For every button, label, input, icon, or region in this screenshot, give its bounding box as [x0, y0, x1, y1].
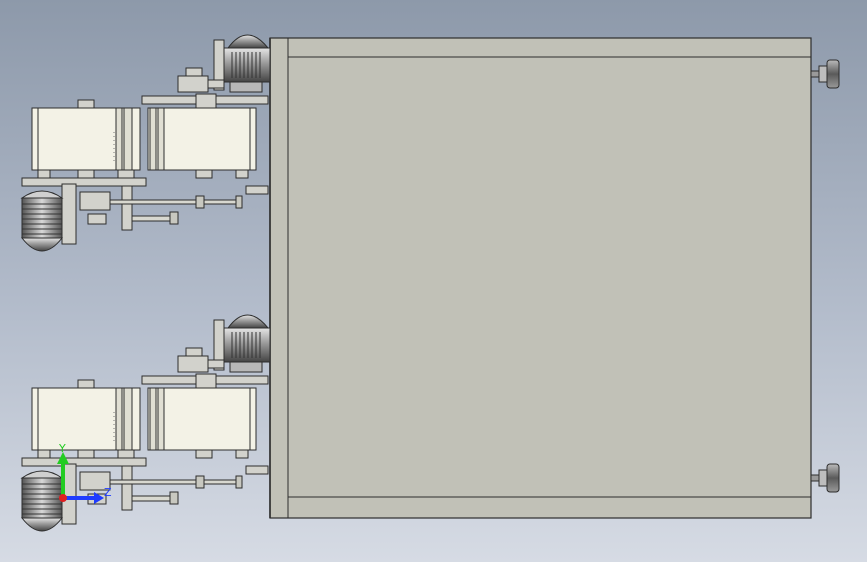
- upper-drive-assembly: [21, 34, 271, 252]
- axis-z-label: Z: [104, 486, 112, 499]
- leveling-foot-bottom: [810, 463, 840, 493]
- axis-y-label: Y: [58, 442, 66, 455]
- cabinet: [269, 37, 812, 519]
- axis-triad-icon: Y Z: [57, 442, 112, 504]
- leveling-foot-top: [810, 59, 840, 89]
